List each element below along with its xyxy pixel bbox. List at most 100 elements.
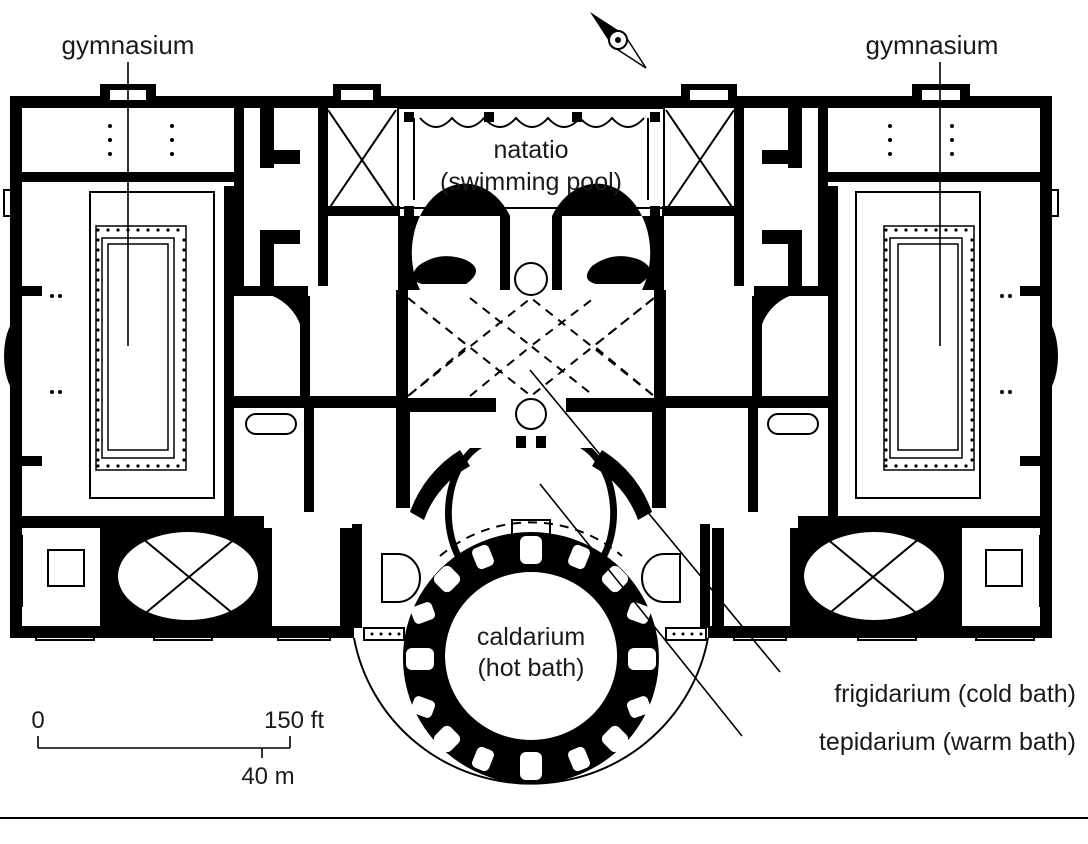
column-dot [884,464,888,468]
column-dot [182,448,186,452]
column-dot [749,632,753,636]
column-dot [116,228,120,232]
column-dot [970,358,974,362]
outer-walls [3,84,1059,638]
column-dot [884,438,888,442]
column-dot [106,464,110,468]
column-dot [970,428,974,432]
label-frigidarium: frigidarium (cold bath) [834,680,1076,708]
column-dot [320,632,324,636]
column-dot [78,632,82,636]
column-dot [182,268,186,272]
column-dot [126,464,130,468]
colonnades [35,124,1035,641]
column-dot [924,228,928,232]
column-dot [970,258,974,262]
column-dot [96,464,100,468]
label-natatio-subtitle: (swimming pool) [440,168,622,196]
column-dot [187,632,191,636]
column-dot [96,448,100,452]
column-dot [96,408,100,412]
column-dot [970,378,974,382]
column-dot [96,428,100,432]
column-dot [388,632,392,636]
column-dot [767,632,771,636]
column-dot [96,378,100,382]
column-dot [182,368,186,372]
gymnasium-left [22,186,234,528]
column-dot [1000,632,1004,636]
column-dot [884,388,888,392]
column-dot [970,248,974,252]
label-natatio: natatio [493,136,568,164]
column-dot [106,228,110,232]
column-dot [69,632,73,636]
column-dot [970,448,974,452]
column-dot [970,438,974,442]
column-dot [182,298,186,302]
column-dot [205,632,209,636]
column-dot [87,632,91,636]
column-dot [96,358,100,362]
column-dot [176,228,180,232]
scale-label-meters: 40 m [241,763,294,790]
column-dot [96,268,100,272]
column-dot [160,632,164,636]
column-dot [293,632,297,636]
column-dot [884,318,888,322]
column-dot [96,438,100,442]
column-dot [970,308,974,312]
column-dot [970,328,974,332]
column-dot [884,248,888,252]
column-dot [166,464,170,468]
top-left-rooms [22,96,400,286]
column-dot [96,388,100,392]
column-dot [146,464,150,468]
column-dot [96,308,100,312]
column-dot [944,228,948,232]
column-dot [909,632,913,636]
column-dot [96,328,100,332]
top-right-rooms [662,96,1040,286]
column-dot [699,632,703,636]
side-apse-rooms [232,286,830,512]
column-dot [96,238,100,242]
leader-lines [127,62,941,737]
column-dot [182,248,186,252]
column-dot [884,298,888,302]
scale-bar: 0 150 ft 40 m [31,707,324,790]
column-dot [96,318,100,322]
column-dot [96,298,100,302]
column-dot [96,288,100,292]
column-dot [182,288,186,292]
column-dot [182,278,186,282]
column-dot [884,238,888,242]
column-dot [970,368,974,372]
column-dot [182,418,186,422]
column-dot [884,368,888,372]
column-dot [302,632,306,636]
column-dot [944,464,948,468]
column-dot [136,464,140,468]
column-dot [284,632,288,636]
column-dot [1018,632,1022,636]
column-dot [96,418,100,422]
column-dot [970,408,974,412]
column-dot [178,632,182,636]
column-dot [182,438,186,442]
column-dot [370,632,374,636]
column-dot [60,632,64,636]
label-caldarium: caldarium [477,623,585,651]
column-dot [970,268,974,272]
column-dot [884,278,888,282]
column-dot [884,258,888,262]
column-dot [884,268,888,272]
column-dot [156,464,160,468]
column-dot [96,348,100,352]
column-dot [182,378,186,382]
column-dot [96,228,100,232]
column-dot [982,632,986,636]
column-dot [96,368,100,372]
column-dot [672,632,676,636]
column-dot [1027,632,1031,636]
